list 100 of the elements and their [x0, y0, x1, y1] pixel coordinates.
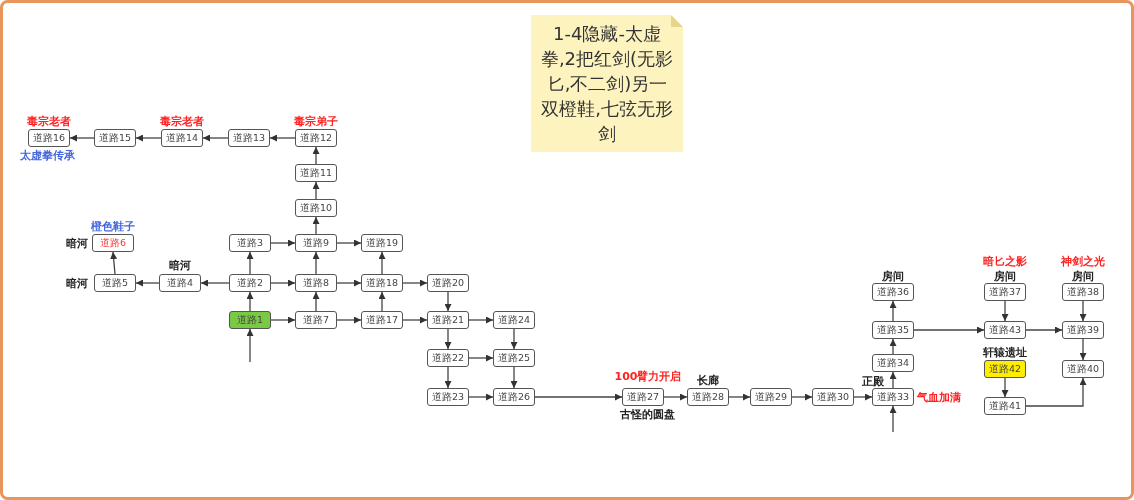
arrow [270, 316, 296, 324]
road-box: 道路1 [229, 311, 271, 329]
arrow [444, 291, 452, 312]
arrow [202, 134, 229, 142]
arrow [1001, 300, 1009, 322]
arrow [200, 279, 230, 287]
arrow [246, 251, 254, 275]
road-box: 道路20 [427, 274, 469, 292]
place-label: 暗河 [66, 275, 88, 291]
arrow [402, 316, 428, 324]
arrow [889, 300, 897, 322]
road-box: 道路13 [228, 129, 270, 147]
arrow [853, 393, 873, 401]
arrow [1025, 326, 1063, 334]
place-label: 房间 [882, 268, 904, 284]
road-box: 道路8 [295, 274, 337, 292]
arrow [468, 316, 494, 324]
place-label: 暗河 [169, 257, 191, 273]
road-box: 道路18 [361, 274, 403, 292]
road-box: 道路39 [1062, 321, 1104, 339]
arrow [1001, 377, 1009, 398]
place-label: 长廊 [697, 372, 719, 388]
road-box: 道路35 [872, 321, 914, 339]
place-label: 100臂力开启 [614, 368, 682, 384]
place-label: 太虚拳传承 [19, 147, 75, 163]
arrow [378, 251, 386, 275]
arrow [312, 251, 320, 275]
place-label: 正殿 [862, 373, 884, 389]
arrow [312, 146, 320, 165]
place-label: 暗匕之影 [983, 253, 1027, 269]
arrow [269, 134, 296, 142]
road-box: 道路26 [493, 388, 535, 406]
road-box: 道路4 [159, 274, 201, 292]
arrow [889, 405, 897, 433]
road-box: 道路41 [984, 397, 1026, 415]
road-box: 道路23 [427, 388, 469, 406]
arrow [913, 326, 985, 334]
place-label: 房间 [1072, 268, 1094, 284]
arrow [312, 216, 320, 235]
place-label: 气血加满 [917, 389, 961, 405]
arrow [889, 338, 897, 355]
place-label: 橙色鞋子 [91, 218, 135, 234]
road-box: 道路24 [493, 311, 535, 329]
road-box: 道路6 [92, 234, 134, 252]
arrow [69, 134, 95, 142]
road-box: 道路33 [872, 388, 914, 406]
arrow [444, 328, 452, 350]
arrow [135, 134, 162, 142]
arrow [468, 393, 494, 401]
arrow [402, 279, 428, 287]
road-box: 道路29 [750, 388, 792, 406]
arrow [246, 291, 254, 312]
road-box: 道路38 [1062, 283, 1104, 301]
arrow [312, 181, 320, 200]
arrow [534, 393, 623, 401]
road-box: 道路16 [28, 129, 70, 147]
arrow [336, 239, 362, 247]
arrow [791, 393, 813, 401]
arrow [728, 393, 751, 401]
place-label: 神剑之光 [1061, 253, 1105, 269]
sticky-note: 1-4隐藏-太虚拳,2把红剑(无影匕,不二剑)另一双橙鞋,七弦无形剑 [531, 15, 683, 152]
road-box: 道路43 [984, 321, 1026, 339]
arrow [510, 366, 518, 389]
road-box: 道路7 [295, 311, 337, 329]
arrow [336, 279, 362, 287]
road-box: 道路25 [493, 349, 535, 367]
road-box: 道路5 [94, 274, 136, 292]
road-box: 道路30 [812, 388, 854, 406]
road-box: 道路3 [229, 234, 271, 252]
road-box: 道路22 [427, 349, 469, 367]
place-label: 毒宗老者 [27, 113, 71, 129]
arrow [246, 328, 254, 363]
road-box: 道路42 [984, 360, 1026, 378]
arrow [889, 371, 897, 389]
road-box: 道路36 [872, 283, 914, 301]
arrow [444, 366, 452, 389]
road-box: 道路2 [229, 274, 271, 292]
place-label: 毒宗弟子 [294, 113, 338, 129]
place-label: 暗河 [66, 235, 88, 251]
road-box: 道路15 [94, 129, 136, 147]
arrow [110, 251, 118, 275]
place-label: 毒宗老者 [160, 113, 204, 129]
road-box: 道路11 [295, 164, 337, 182]
road-box: 道路14 [161, 129, 203, 147]
arrow [336, 316, 362, 324]
road-box: 道路40 [1062, 360, 1104, 378]
road-box: 道路27 [622, 388, 664, 406]
place-label: 房间 [994, 268, 1016, 284]
road-box: 道路28 [687, 388, 729, 406]
arrow [510, 328, 518, 350]
road-box: 道路19 [361, 234, 403, 252]
arrow [312, 291, 320, 312]
road-box: 道路12 [295, 129, 337, 147]
arrow [1025, 377, 1087, 407]
road-box: 道路21 [427, 311, 469, 329]
road-box: 道路37 [984, 283, 1026, 301]
place-label: 古怪的圆盘 [619, 406, 675, 422]
arrow [270, 239, 296, 247]
road-box: 道路17 [361, 311, 403, 329]
arrow [1079, 300, 1087, 322]
